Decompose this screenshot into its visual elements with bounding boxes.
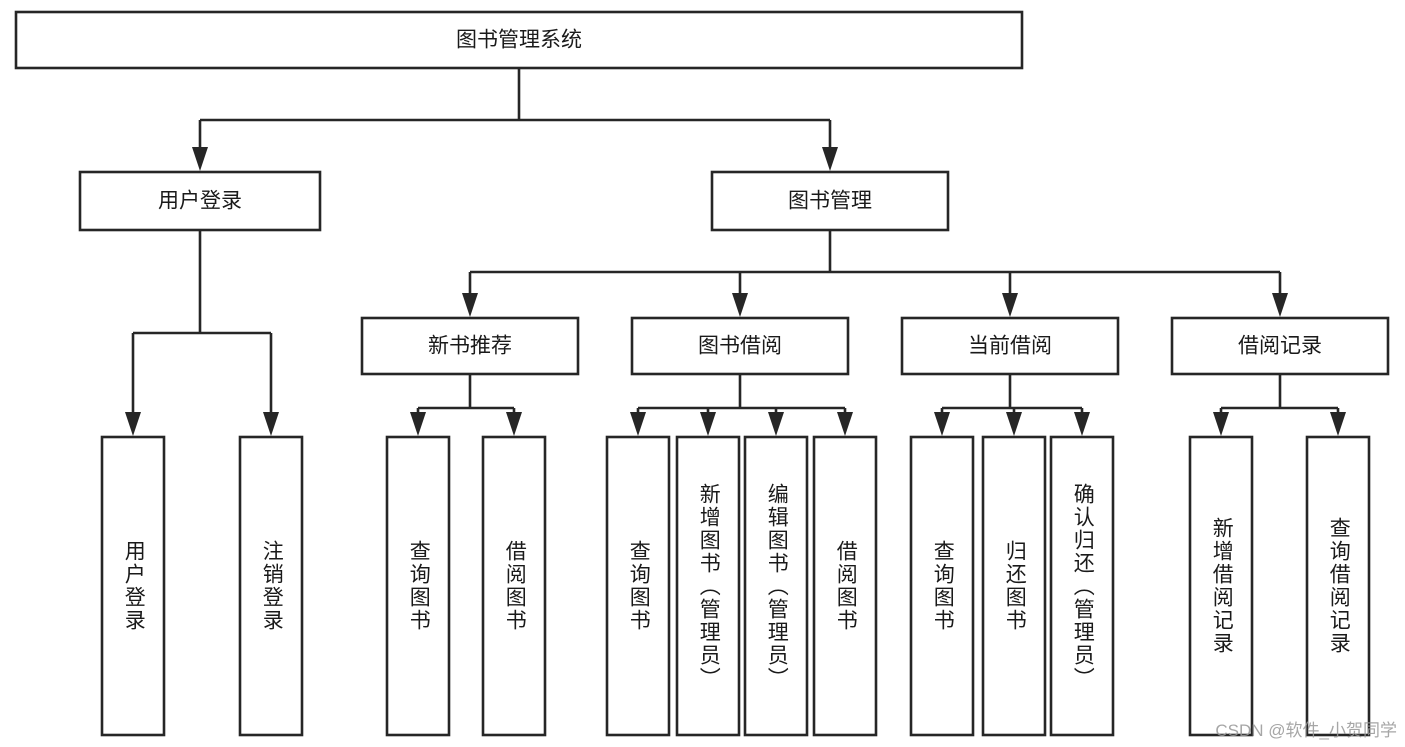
arrow-head-icon: [822, 147, 838, 171]
node-box-leaf-query-book-rec[interactable]: [385, 435, 451, 737]
arrow-head-icon: [1213, 412, 1229, 436]
arrow-head-icon: [837, 412, 853, 436]
node-box-leaf-user-login[interactable]: [100, 435, 166, 737]
arrow-head-icon: [1006, 412, 1022, 436]
node-label-new-book-recommend: 新书推荐: [428, 335, 512, 358]
node-label-book-borrow: 图书借阅: [698, 335, 782, 358]
arrow-head-icon: [630, 412, 646, 436]
node-box-leaf-query-book-borrow[interactable]: [605, 435, 671, 737]
arrow-head-icon: [462, 293, 478, 317]
arrow-head-icon: [1330, 412, 1346, 436]
arrow-head-icon: [410, 412, 426, 436]
node-box-leaf-add-record[interactable]: [1188, 435, 1254, 737]
node-box-current-borrow[interactable]: [900, 316, 1120, 376]
node-box-leaf-borrow-book-rec[interactable]: [481, 435, 547, 737]
node-box-book-manage[interactable]: [710, 170, 950, 232]
arrow-head-icon: [1074, 412, 1090, 436]
connector-layer: [125, 68, 1346, 436]
arrow-head-icon: [768, 412, 784, 436]
node-label-current-borrow: 当前借阅: [968, 335, 1052, 358]
node-box-root[interactable]: [14, 10, 1024, 70]
node-box-borrow-record[interactable]: [1170, 316, 1390, 376]
node-box-leaf-query-record[interactable]: [1305, 435, 1371, 737]
arrow-head-icon: [1272, 293, 1288, 317]
node-box-leaf-user-logout[interactable]: [238, 435, 304, 737]
arrow-head-icon: [934, 412, 950, 436]
node-box-book-borrow[interactable]: [630, 316, 850, 376]
arrow-head-icon: [506, 412, 522, 436]
arrow-head-icon: [263, 412, 279, 436]
node-box-leaf-return-book[interactable]: [981, 435, 1047, 737]
arrow-head-icon: [1002, 293, 1018, 317]
node-box-leaf-add-book[interactable]: [675, 435, 741, 737]
node-label-user-login: 用户登录: [158, 190, 242, 213]
node-box-leaf-confirm-return[interactable]: [1049, 435, 1115, 737]
node-box-new-book-recommend[interactable]: [360, 316, 580, 376]
node-box-layer: [14, 10, 1390, 737]
node-label-borrow-record: 借阅记录: [1238, 335, 1322, 358]
arrow-head-icon: [732, 293, 748, 317]
node-box-leaf-edit-book[interactable]: [743, 435, 809, 737]
arrow-head-icon: [192, 147, 208, 171]
node-label-root: 图书管理系统: [456, 29, 582, 52]
watermark-text: CSDN @软件_小贺同学: [1215, 721, 1397, 740]
node-box-leaf-borrow-book[interactable]: [812, 435, 878, 737]
node-box-user-login[interactable]: [78, 170, 322, 232]
node-box-leaf-query-book-cur[interactable]: [909, 435, 975, 737]
arrow-head-icon: [125, 412, 141, 436]
node-label-book-manage: 图书管理: [788, 190, 872, 213]
arrow-head-icon: [700, 412, 716, 436]
